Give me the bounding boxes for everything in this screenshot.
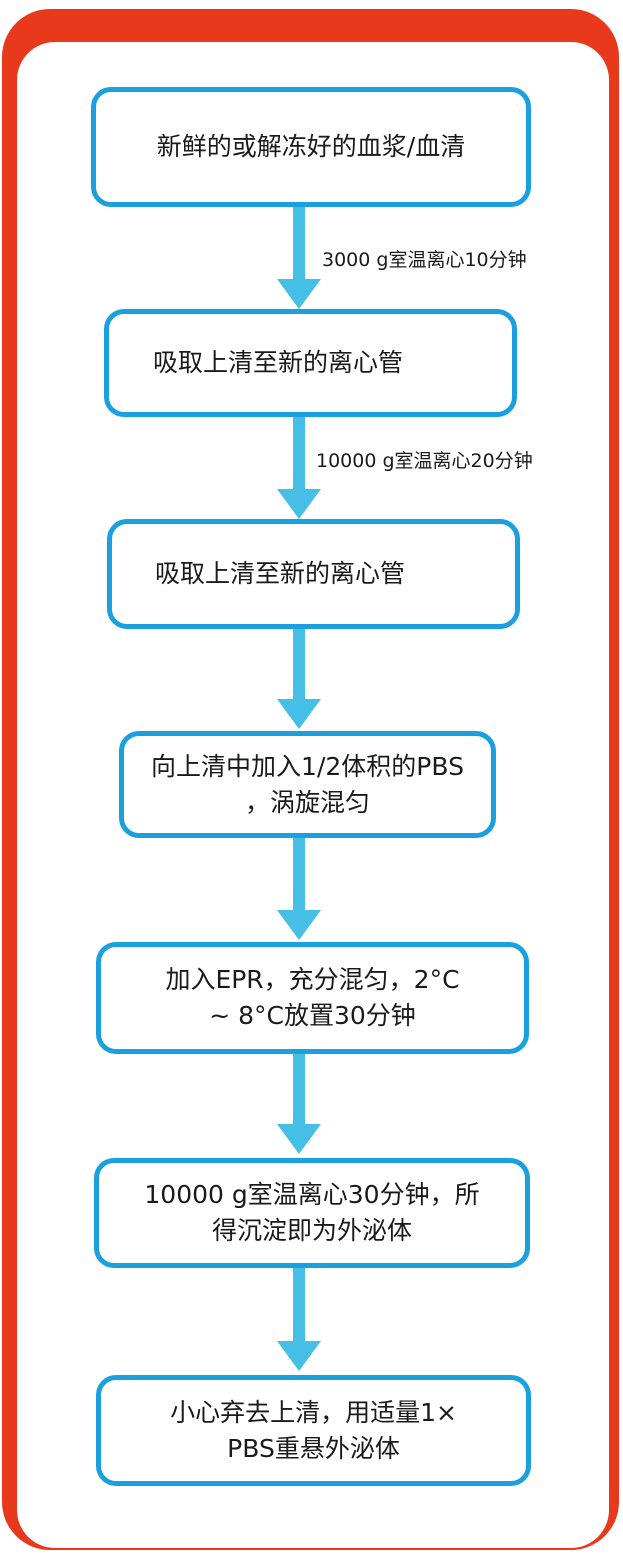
arrow-4-shaft: [293, 838, 305, 911]
step-5-text: 加入EPR，充分混匀，2°C~ 8°C放置30分钟: [165, 965, 460, 1030]
arrow-6-head: [277, 1341, 321, 1371]
step-7-box: 小心弃去上清，用适量1×PBS重悬外泌体: [96, 1375, 531, 1486]
step-3-text: 吸取上清至新的离心管: [155, 559, 406, 588]
arrow-5-shaft: [293, 1054, 305, 1125]
arrow-1-head: [277, 279, 321, 309]
arrow-4-head: [277, 910, 321, 940]
arrow-2-head: [277, 489, 321, 519]
step-1-text: 新鲜的或解冻好的血浆/血清: [156, 132, 466, 161]
arrow-1-label: 3000 g室温离心10分钟: [322, 249, 527, 271]
step-4-text: 向上清中加入1/2体积的PBS，涡旋混匀: [151, 751, 464, 817]
step-3-box: 吸取上清至新的离心管: [107, 519, 520, 629]
arrow-6-shaft: [293, 1268, 305, 1342]
step-1-box: 新鲜的或解冻好的血浆/血清: [91, 87, 531, 207]
step-5-box: 加入EPR，充分混匀，2°C~ 8°C放置30分钟: [96, 942, 529, 1054]
arrow-3-shaft: [293, 629, 305, 700]
arrow-5-head: [277, 1124, 321, 1154]
arrow-2-shaft: [293, 417, 305, 490]
step-7-text: 小心弃去上清，用适量1×PBS重悬外泌体: [170, 1397, 457, 1463]
step-6-box: 10000 g室温离心30分钟，所得沉淀即为外泌体: [94, 1158, 530, 1268]
arrow-2-label: 10000 g室温离心20分钟: [316, 450, 533, 472]
arrow-3-head: [277, 699, 321, 729]
arrow-1-shaft: [293, 207, 305, 280]
step-2-text: 吸取上清至新的离心管: [153, 348, 404, 377]
step-6-text: 10000 g室温离心30分钟，所得沉淀即为外泌体: [144, 1180, 480, 1245]
step-4-box: 向上清中加入1/2体积的PBS，涡旋混匀: [119, 731, 496, 838]
step-2-box: 吸取上清至新的离心管: [104, 309, 517, 417]
